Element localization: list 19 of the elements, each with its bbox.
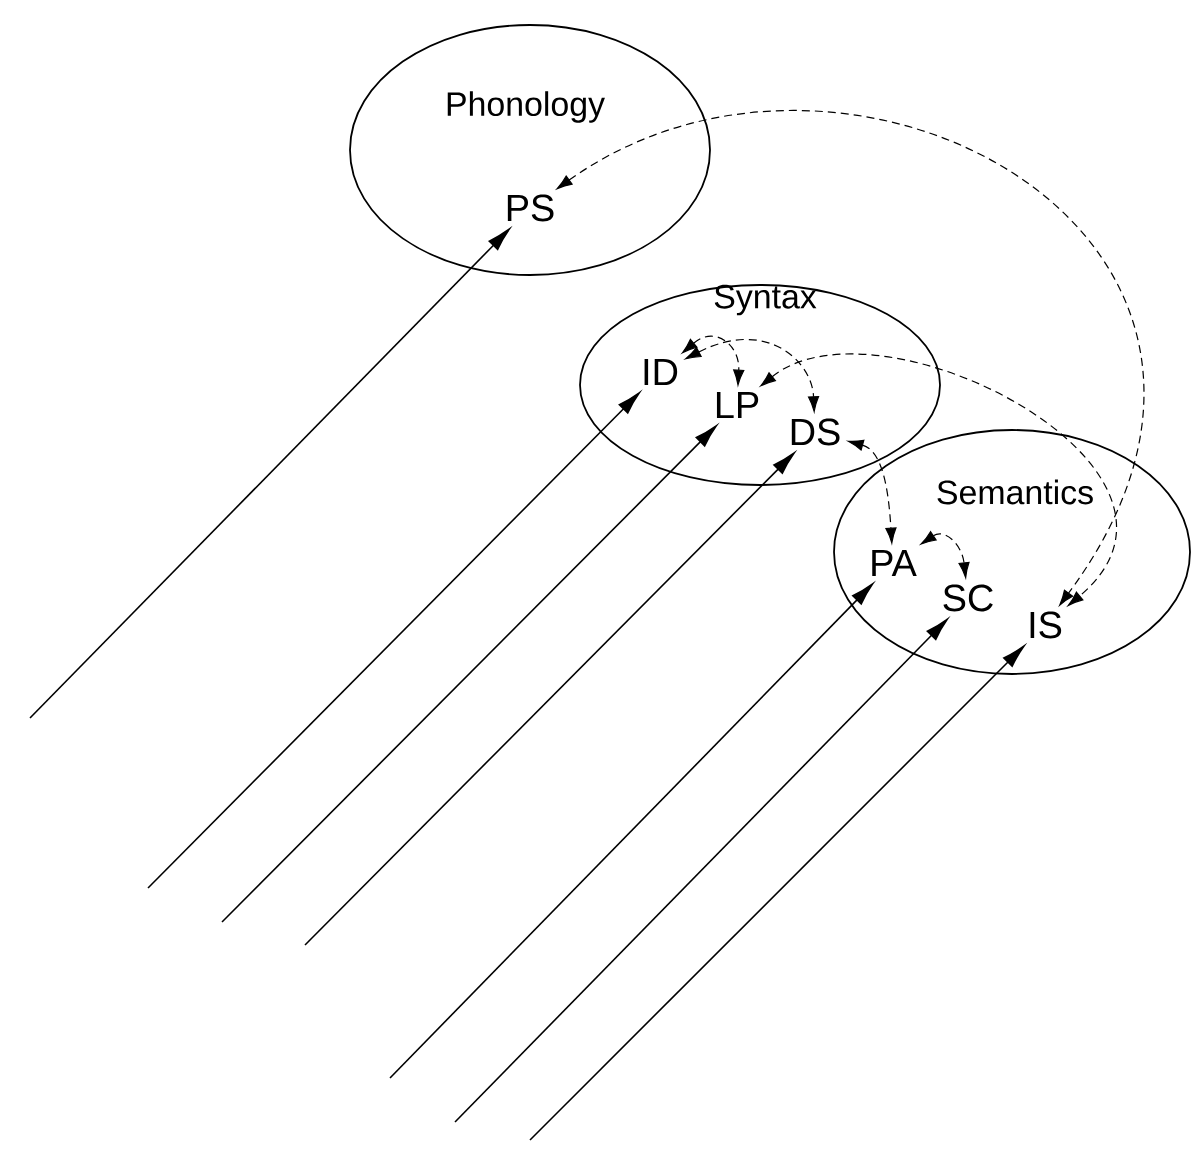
dashed-arrow (920, 531, 970, 579)
arrow (221, 425, 718, 923)
arrow (529, 645, 1025, 1141)
arrow (29, 228, 510, 719)
term-label: IS (1030, 611, 1062, 639)
term-label: ID (644, 359, 678, 385)
arrow (304, 452, 795, 946)
dashed-arrow (847, 439, 897, 544)
dashed-arrow (681, 335, 745, 386)
term-label: PA (872, 550, 917, 576)
term-label: SC (943, 584, 993, 612)
dashed-arrow (760, 353, 1118, 606)
arrow (454, 618, 948, 1123)
term-label: PS (507, 194, 554, 222)
arrow (389, 583, 874, 1079)
dashed-arrow (685, 338, 820, 413)
term-label: LP (716, 392, 759, 418)
dashed-arrow (556, 109, 1143, 606)
arrow (147, 392, 641, 889)
